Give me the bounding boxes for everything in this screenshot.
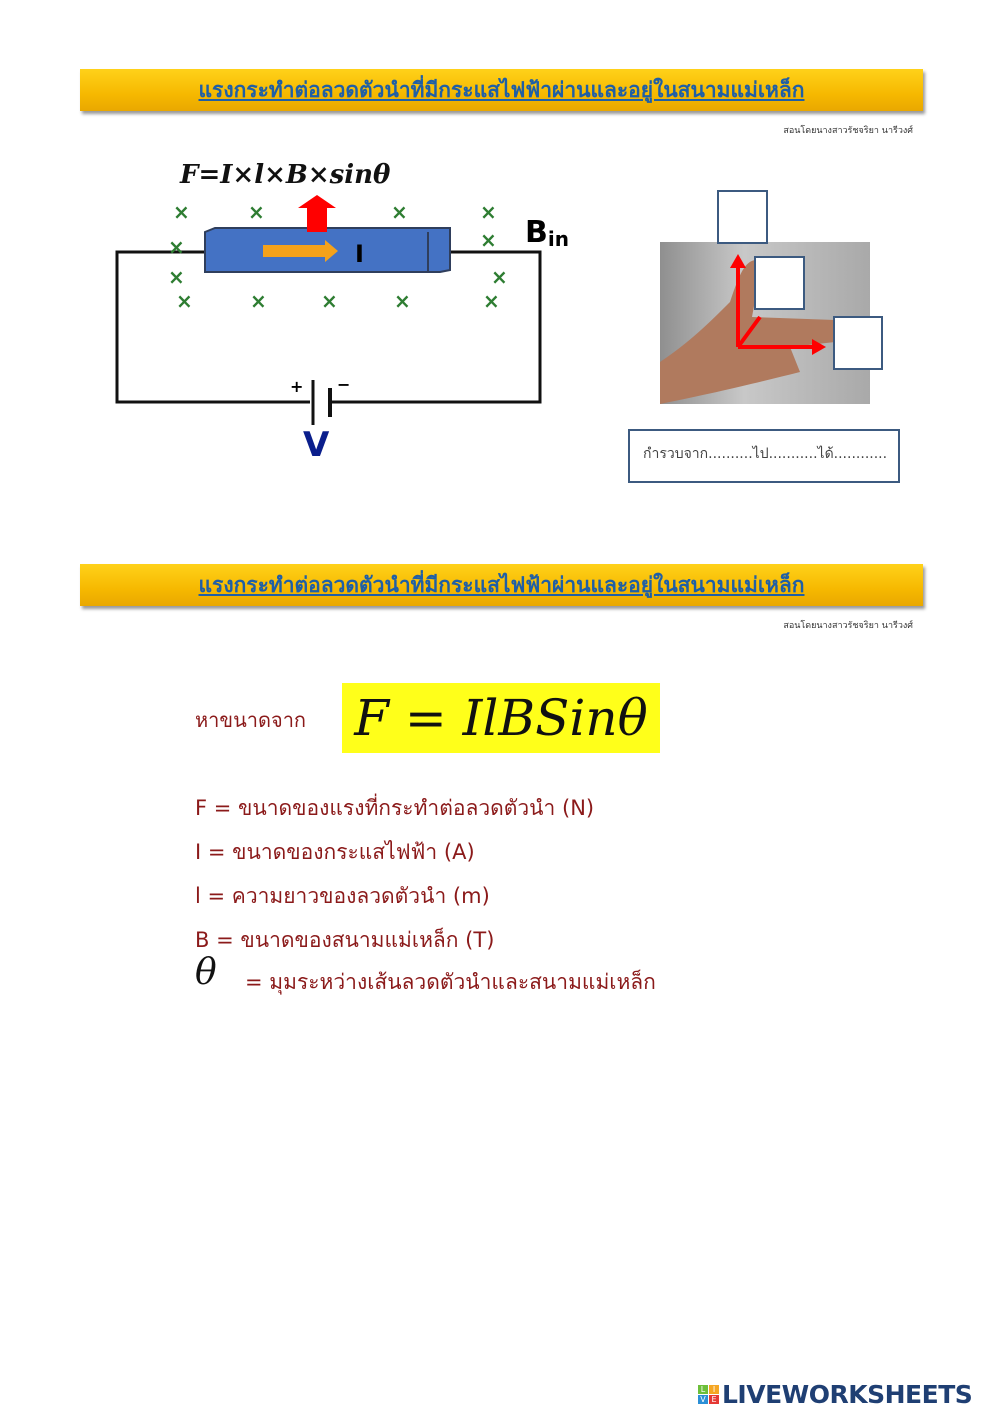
field-cross-icon: × — [248, 200, 265, 224]
author-credit: สอนโดยนางสาวรัชจริยา นารีวงศ์ — [783, 126, 913, 136]
field-cross-icon: × — [394, 289, 411, 313]
title-banner-2: แรงกระทำต่อลวดตัวนำที่มีกระแสไฟฟ้าผ่านแล… — [80, 564, 923, 606]
circuit-diagram: F=I×l×B×sinθ + − V I ××××××××××××× Bin — [115, 160, 569, 460]
battery-minus: − — [337, 375, 350, 394]
field-cross-icon: × — [480, 228, 497, 252]
field-cross-icon: × — [483, 289, 500, 313]
magnetic-field-crosses: ××××××××××××× — [168, 200, 508, 313]
field-label: Bin — [525, 215, 569, 251]
answer-box-palm[interactable] — [754, 256, 805, 310]
definition-current: I = ขนาดของกระแสไฟฟ้า (A) — [195, 840, 475, 864]
current-arrow-icon — [263, 240, 338, 262]
circuit-wire — [115, 250, 542, 404]
field-cross-icon: × — [168, 265, 185, 289]
definition-angle: = มุมระหว่างเส้นลวดตัวนำและสนามแม่เหล็ก — [245, 970, 656, 994]
field-cross-icon: × — [250, 289, 267, 313]
theta-symbol: θ — [195, 952, 217, 993]
liveworksheets-watermark: L I V E LIVEWORKSHEETS — [698, 1380, 973, 1409]
formula-label: หาขนาดจาก — [195, 708, 307, 732]
banner-title-2: แรงกระทำต่อลวดตัวนำที่มีกระแสไฟฟ้าผ่านแล… — [198, 572, 805, 597]
definition-force: F = ขนาดของแรงที่กระทำต่อลวดตัวนำ (N) — [195, 796, 595, 820]
rule-text: กำรวบจาก..........ไป...........ได้......… — [643, 446, 888, 462]
battery-plus: + — [290, 377, 303, 396]
diagram-formula: F=I×l×B×sinθ — [179, 160, 391, 190]
definition-length: l = ความยาวของลวดตัวนำ (m) — [195, 884, 490, 908]
banner-title: แรงกระทำต่อลวดตัวนำที่มีกระแสไฟฟ้าผ่านแล… — [198, 77, 805, 102]
voltage-label: V — [303, 425, 330, 460]
field-cross-icon: × — [173, 200, 190, 224]
author-credit-2: สอนโดยนางสาวรัชจริยา นารีวงศ์ — [783, 621, 913, 631]
field-cross-icon: × — [480, 200, 497, 224]
answer-box-thumb[interactable] — [717, 190, 768, 244]
rule-answer-box[interactable]: กำรวบจาก..........ไป...........ได้......… — [628, 429, 900, 483]
answer-box-fingers[interactable] — [833, 316, 883, 370]
field-cross-icon: × — [321, 289, 338, 313]
liveworksheets-logo-icon: L I V E — [698, 1385, 719, 1404]
field-cross-icon: × — [491, 265, 508, 289]
field-cross-icon: × — [391, 200, 408, 224]
current-label: I — [355, 240, 364, 268]
force-arrow-icon — [298, 195, 336, 232]
definition-field: B = ขนาดของสนามแม่เหล็ก (T) — [195, 928, 495, 952]
formula-box: F = IlBSinθ — [342, 683, 660, 753]
title-banner: แรงกระทำต่อลวดตัวนำที่มีกระแสไฟฟ้าผ่านแล… — [80, 69, 923, 111]
field-cross-icon: × — [176, 289, 193, 313]
field-cross-icon: × — [168, 235, 185, 259]
